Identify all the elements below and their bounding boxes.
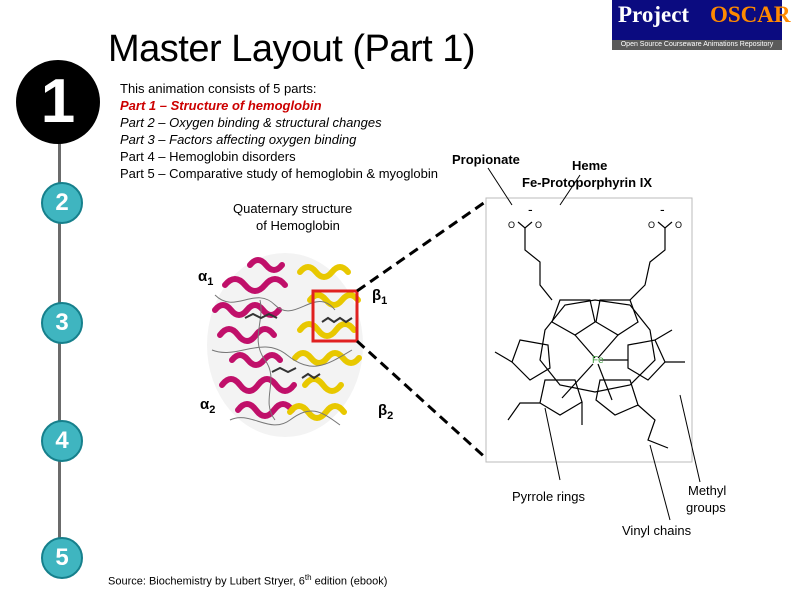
intro-part-3: Part 3 – Factors affecting oxygen bindin… [120,132,357,147]
intro-part-1: Part 1 – Structure of hemoglobin [120,98,322,113]
alpha2-subscript: 2 [209,404,216,416]
oxygen-label-right-2: O [675,220,682,230]
logo-word-project: Project [618,2,690,27]
source-tail: edition (ebook) [311,575,388,588]
oxygen-label-right-1: O [648,220,655,230]
intro-text: This animation consists of 5 parts: Part… [120,80,438,182]
charge-left: - [528,201,533,217]
alpha2-label: α2 [200,396,215,416]
logo-word-oscar: OSCAR [710,2,791,27]
vinyl-chains-label: Vinyl chains [622,523,692,538]
beta2-symbol: β [378,402,388,419]
propionate-label: Propionate [452,152,520,167]
pyrrole-rings-label: Pyrrole rings [512,489,585,504]
zoom-line-bottom [355,339,490,462]
quaternary-caption-line1: Quaternary structure [233,201,353,216]
alpha2-symbol: α [200,396,210,413]
step-1-button[interactable]: 1 [16,60,100,144]
heme-highlight-box [311,289,359,343]
pointer-vinyl [649,444,671,521]
heme-structure-frame [485,197,693,463]
intro-heading: This animation consists of 5 parts: [120,81,317,96]
alpha1-subscript: 1 [207,276,214,288]
oxygen-label-left-2: O [535,220,542,230]
zoom-line-top [356,198,489,293]
pointer-heme [559,174,581,206]
source-sup: th [304,573,312,582]
methyl-groups-label-line2: groups [686,500,726,515]
beta1-subscript: 1 [381,295,388,307]
charge-right: - [660,201,665,217]
page-title: Master Layout (Part 1) [108,28,476,70]
pointer-methyl [679,394,701,483]
protoporphyrin-label: Fe-Protoporphyrin IX [522,175,652,190]
intro-part-4: Part 4 – Hemoglobin disorders [120,149,296,164]
beta1-symbol: β [372,287,382,304]
step-3-button[interactable]: 3 [41,302,83,344]
quaternary-caption-line2: of Hemoglobin [256,218,340,233]
source-text: Source: Biochemistry by Lubert Stryer, 6 [108,575,305,588]
pointer-pyrrole [544,407,561,481]
intro-part-5: Part 5 – Comparative study of hemoglobin… [120,166,438,181]
oxygen-label-left-1: O [508,220,515,230]
nav-line [58,140,61,560]
heme-atom-labels: O O O O - - [508,201,682,230]
pointer-lines [487,167,701,521]
beta2-label: β2 [378,402,393,422]
step-4-button[interactable]: 4 [41,420,83,462]
beta2-subscript: 2 [387,410,394,422]
intro-part-2: Part 2 – Oxygen binding & structural cha… [120,115,382,130]
alpha1-label: α1 [198,268,213,288]
source-citation: Source: Biochemistry by Lubert Stryer, 6… [108,573,387,588]
beta1-label: β1 [372,287,387,307]
logo-tagline: Open Source Courseware Animations Reposi… [612,40,782,50]
step-5-button[interactable]: 5 [41,537,83,579]
iron-atom-label: Fe [592,355,604,366]
step-2-button[interactable]: 2 [41,182,83,224]
methyl-groups-label-line1: Methyl [688,483,727,498]
project-oscar-logo: Project OSCAR [612,0,791,40]
alpha1-symbol: α [198,268,208,285]
heme-structure [494,221,685,449]
pointer-propionate [487,167,513,206]
hemoglobin-protein-image [207,253,363,437]
heme-label: Heme [572,158,608,173]
